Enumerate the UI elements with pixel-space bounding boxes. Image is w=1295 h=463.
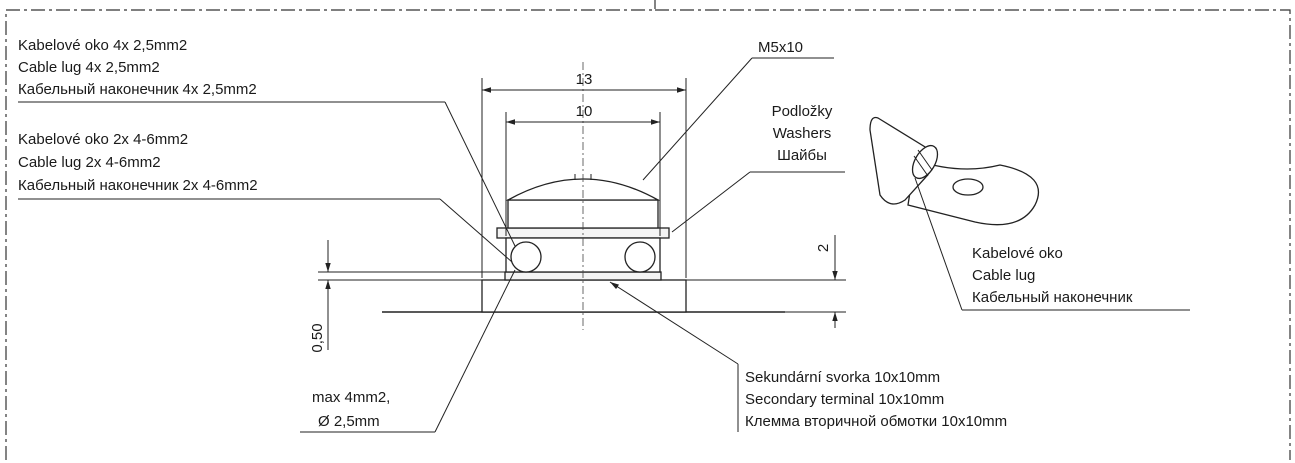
leader-cable-lug bbox=[914, 177, 963, 311]
dim-height-right: 2 bbox=[815, 244, 832, 252]
frame-border bbox=[5, 0, 1291, 460]
label-max-wire-2: Ø 2,5mm bbox=[318, 413, 380, 430]
label-cable-lug-4x-cz: Kabelové oko 4x 2,5mm2 bbox=[18, 37, 187, 54]
leader-maxwire bbox=[434, 269, 516, 433]
label-cable-lug-ru: Кабельный наконечник bbox=[972, 289, 1133, 306]
lug-wire-strands bbox=[913, 149, 933, 177]
leader-4x bbox=[444, 101, 516, 247]
dim-width-inner: 10 bbox=[576, 103, 593, 120]
label-cable-lug-cz: Kabelové oko bbox=[972, 245, 1063, 262]
lug-barrel-opening bbox=[911, 144, 939, 180]
leader-2x bbox=[439, 198, 513, 263]
label-cable-lug-4x-en: Cable lug 4x 2,5mm2 bbox=[18, 59, 160, 76]
lug-wire-right bbox=[624, 241, 656, 273]
cable-lug-sketch bbox=[869, 116, 1040, 226]
dim-width-outer: 13 bbox=[576, 71, 593, 88]
label-terminal-cz: Sekundární svorka 10x10mm bbox=[745, 369, 940, 386]
label-terminal-en: Secondary terminal 10x10mm bbox=[745, 391, 944, 408]
label-max-wire-1: max 4mm2, bbox=[312, 389, 390, 406]
leader-washers bbox=[671, 171, 751, 233]
screw-head-dome bbox=[505, 178, 661, 201]
lug-hole bbox=[952, 178, 984, 196]
label-washers-en: Washers bbox=[773, 125, 832, 142]
label-cable-lug-en: Cable lug bbox=[972, 267, 1035, 284]
lug-wire-left bbox=[510, 241, 542, 273]
label-cable-lug-4x-ru: Кабельный наконечник 4x 2,5mm2 bbox=[18, 81, 257, 98]
dim-height-left: 0,50 bbox=[309, 323, 326, 352]
label-cable-lug-2x-cz: Kabelové oko 2x 4-6mm2 bbox=[18, 131, 188, 148]
leader-screw bbox=[642, 57, 753, 181]
label-cable-lug-2x-en: Cable lug 2x 4-6mm2 bbox=[18, 154, 161, 171]
label-washers-cz: Podložky bbox=[772, 103, 833, 120]
label-screw: M5x10 bbox=[758, 39, 803, 56]
label-washers-ru: Шайбы bbox=[777, 147, 827, 164]
screw-slot bbox=[574, 174, 592, 180]
label-terminal-ru: Клемма вторичной обмотки 10x10mm bbox=[745, 413, 1007, 430]
label-cable-lug-2x-ru: Кабельный наконечник 2x 4-6mm2 bbox=[18, 177, 258, 194]
terminal-block bbox=[481, 279, 687, 313]
leader-terminal bbox=[609, 281, 739, 365]
